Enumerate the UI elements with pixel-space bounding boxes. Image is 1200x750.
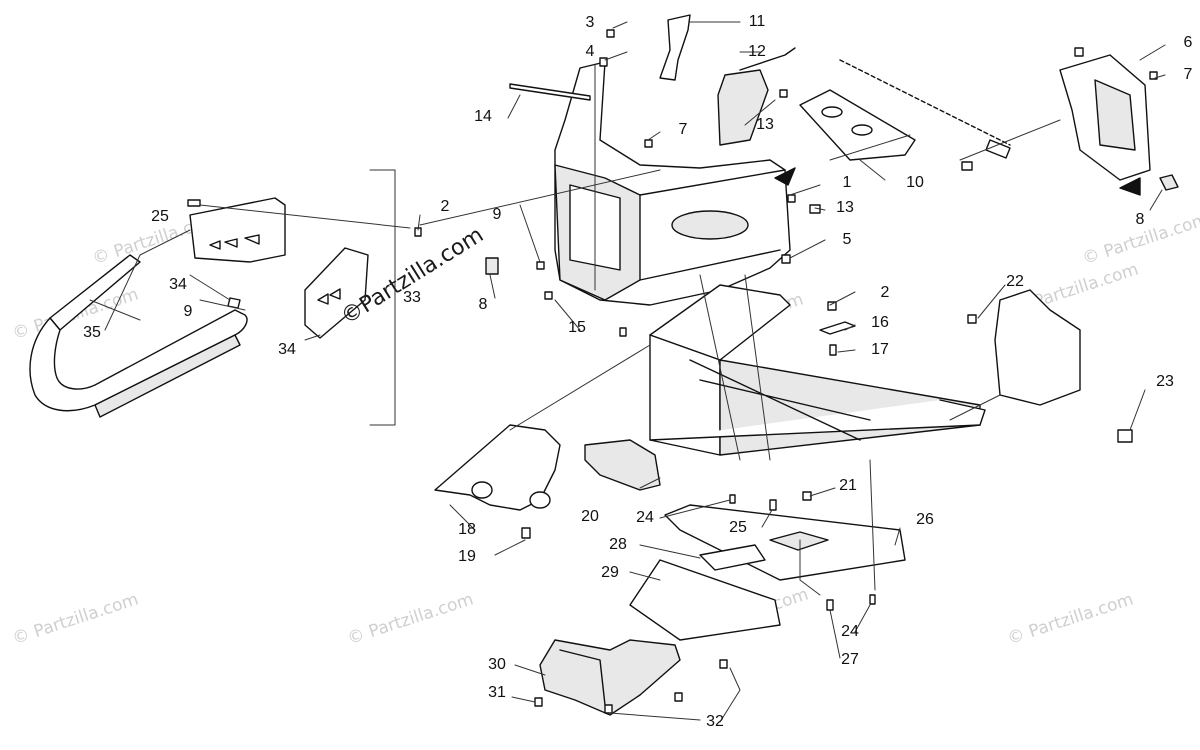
callout-9: 9 xyxy=(183,303,193,320)
callout-5: 5 xyxy=(842,231,852,248)
callout-12: 12 xyxy=(748,43,766,60)
callout-34: 34 xyxy=(169,276,187,293)
callout-7: 7 xyxy=(1183,66,1193,83)
mirror-bracket xyxy=(659,14,691,81)
left-bracket-upper xyxy=(189,197,286,263)
callout-22: 22 xyxy=(1006,273,1024,290)
callout-27: 27 xyxy=(841,651,859,668)
front-frame xyxy=(649,284,986,456)
callout-10: 10 xyxy=(906,174,924,191)
fasteners xyxy=(187,29,1158,714)
callout-15: 15 xyxy=(568,319,586,336)
callout-28: 28 xyxy=(609,536,627,553)
callout-11: 11 xyxy=(748,13,766,30)
left-bracket-lower xyxy=(304,247,369,339)
callout-32: 32 xyxy=(706,713,724,730)
callout-3: 3 xyxy=(585,14,595,31)
callout-13: 13 xyxy=(836,199,854,216)
callout-25: 25 xyxy=(151,208,169,225)
callout-8: 8 xyxy=(1135,211,1145,228)
callout-24: 24 xyxy=(841,623,859,640)
callout-19: 19 xyxy=(458,548,476,565)
clip-28 xyxy=(699,544,766,571)
bumper-loop xyxy=(29,254,248,418)
skid-plate xyxy=(664,504,906,581)
callout-13: 13 xyxy=(756,116,774,133)
callout-2: 2 xyxy=(440,198,450,215)
callout-4: 4 xyxy=(585,43,595,60)
right-bulkhead xyxy=(994,289,1081,406)
callout-7: 7 xyxy=(678,121,688,138)
callout-9: 9 xyxy=(492,206,502,223)
callout-1: 1 xyxy=(842,174,852,191)
callout-23: 23 xyxy=(1156,373,1174,390)
callout-35: 35 xyxy=(83,324,101,341)
callout-25: 25 xyxy=(729,519,747,536)
callout-21: 21 xyxy=(839,477,857,494)
callout-16: 16 xyxy=(871,314,889,331)
leader-lines xyxy=(89,21,1166,723)
callout-29: 29 xyxy=(601,564,619,581)
callout-20: 20 xyxy=(581,508,599,525)
callout-18: 18 xyxy=(458,521,476,538)
callout-8: 8 xyxy=(478,296,488,313)
pan-29 xyxy=(629,559,781,641)
steering-arm xyxy=(434,424,561,511)
callout-2: 2 xyxy=(880,284,890,301)
callout-17: 17 xyxy=(871,341,889,358)
nose-housing xyxy=(554,61,791,306)
callout-34: 34 xyxy=(278,341,296,358)
module-12 xyxy=(717,69,769,146)
callout-26: 26 xyxy=(916,511,934,528)
callout-30: 30 xyxy=(488,656,506,673)
callout-31: 31 xyxy=(488,684,506,701)
spindle-mount-left xyxy=(584,439,661,491)
callout-6: 6 xyxy=(1183,34,1193,51)
lower-bracket xyxy=(539,639,681,716)
callout-24: 24 xyxy=(636,509,654,526)
right-mount-bracket xyxy=(1059,54,1151,181)
callout-33: 33 xyxy=(403,289,421,306)
callout-14: 14 xyxy=(474,108,492,125)
